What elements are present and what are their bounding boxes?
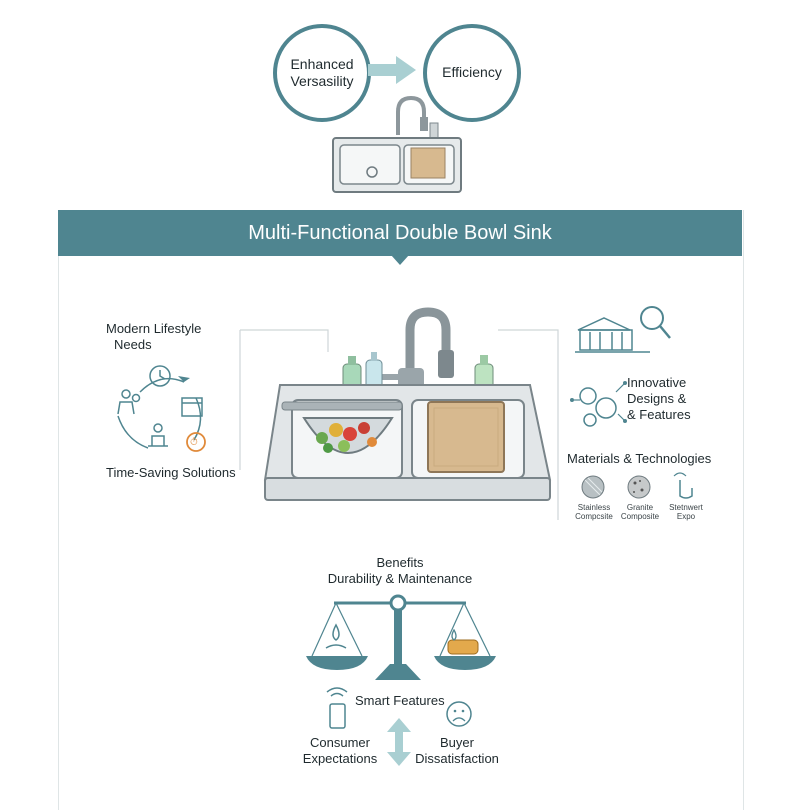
sponge-icon: [447, 628, 479, 655]
materials-technologies-label: Materials & Technologies: [567, 451, 712, 466]
page-title-banner: Multi-Functional Double Bowl Sink: [58, 210, 742, 256]
water-drop-icon: [325, 623, 347, 649]
family-icon: [117, 389, 141, 415]
cutting-board-icon: [427, 401, 505, 473]
main-panel: [58, 210, 744, 810]
enhanced-versatility-label: Enhanced Versasility: [290, 56, 354, 89]
smartphone-icon: [329, 703, 346, 729]
gears-circuit-icon: [570, 381, 627, 427]
wifi-icon: [326, 687, 348, 697]
material-swatch-stainless-icon: [581, 475, 605, 499]
benefits-label: Benefits: [376, 555, 424, 570]
sad-face-icon: [446, 701, 472, 727]
consumer-expectations-label: Consumer Expectations: [302, 735, 378, 766]
magnifier-icon: [640, 306, 671, 339]
colander-icon: [281, 401, 403, 454]
storefront-icon: [575, 317, 650, 353]
material-tech-caption: Stetnwert Expo: [669, 503, 703, 521]
small-sink-icon: [332, 95, 462, 193]
durability-maintenance-label: Durability & Maintenance: [327, 571, 473, 586]
efficiency-label: Efficiency: [442, 64, 502, 80]
smart-features-label: Smart Features: [355, 693, 445, 708]
material-stainless-caption: Stainless Compcsite: [575, 503, 613, 521]
innovative-designs-label: Innovative Designs & & Features: [627, 375, 691, 422]
calendar-icon: [181, 397, 203, 417]
buyer-dissatisfaction-label: Buyer Dissatisfaction: [415, 735, 499, 766]
material-granite-caption: Granite Composite: [620, 503, 660, 521]
timer-badge-icon: [186, 432, 206, 452]
time-saving-label: Time-Saving Solutions: [106, 465, 236, 480]
timer-badge-label: ⏱: [190, 437, 198, 448]
top-flow-diagram: [273, 24, 521, 193]
material-swatch-granite-icon: [627, 475, 651, 499]
efficiency-circle: [423, 24, 521, 122]
desk-work-icon: [148, 423, 168, 447]
clock-icon: [149, 365, 171, 387]
double-arrow-icon: [387, 718, 411, 766]
modern-lifestyle-label: Modern Lifestyle Needs: [106, 321, 202, 352]
banner-pointer: [391, 255, 409, 265]
touch-tech-icon: [673, 472, 693, 499]
flow-arrow-icon: [368, 56, 416, 84]
